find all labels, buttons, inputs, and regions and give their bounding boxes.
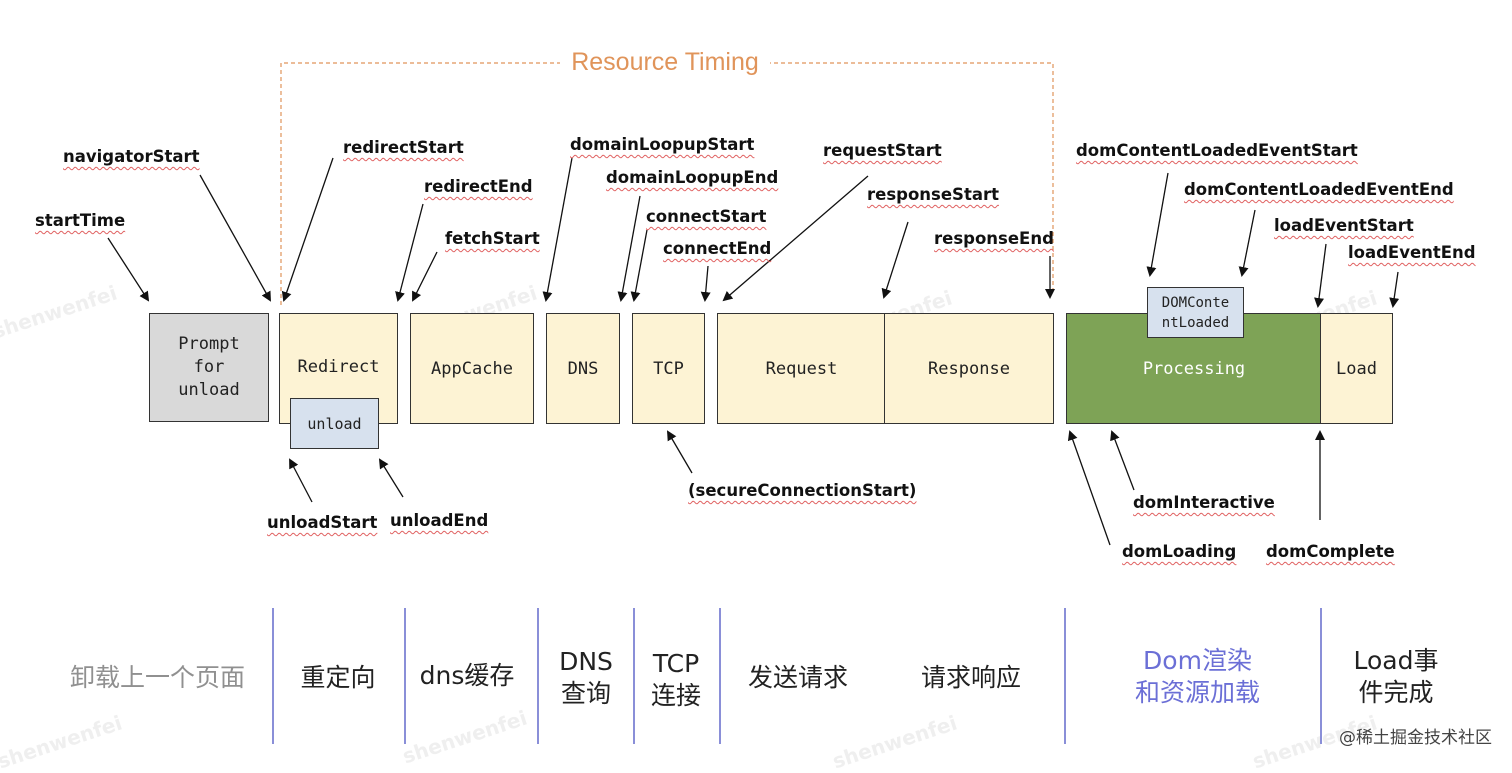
phase-dns-query: DNS 查询	[559, 647, 613, 708]
event-responseend: responseEnd	[934, 229, 1054, 248]
arrow-domcontentloadedeventstart	[1146, 172, 1169, 277]
event-responsestart: responseStart	[867, 185, 999, 204]
event-domloading: domLoading	[1122, 542, 1237, 561]
event-navigatorstart: navigatorStart	[63, 147, 200, 166]
phase-tcp-connect: TCP 连接	[650, 649, 701, 710]
load-box: Load	[1320, 313, 1393, 424]
arrow-connectstart	[630, 229, 648, 302]
tcp-box: TCP	[632, 313, 705, 424]
arrow-fetchstart	[412, 251, 438, 302]
unload-box: unload	[290, 398, 379, 449]
event-fetchstart: fetchStart	[445, 229, 540, 248]
event-unloadstart: unloadStart	[267, 513, 378, 532]
phase-divider	[272, 608, 274, 744]
arrow-loadeventend	[1389, 271, 1400, 308]
arrow-secureconnectionstart	[666, 430, 693, 474]
phase-send-request: 发送请求	[747, 663, 848, 692]
event-domcontentloadedeventstart: domContentLoadedEventStart	[1076, 141, 1358, 160]
arrow-domcontentloadedeventend	[1238, 209, 1256, 277]
resource-timing-bracket	[280, 62, 1054, 305]
phase-divider	[1320, 608, 1322, 744]
arrow-domloading	[1067, 430, 1111, 546]
arrow-unloadend	[378, 458, 404, 498]
phase-divider	[537, 608, 539, 744]
arrow-domainloopupstart	[542, 157, 573, 302]
event-domcontentloadedeventend: domContentLoadedEventEnd	[1184, 180, 1454, 199]
arrow-starttime	[107, 237, 150, 302]
prompt-for-unload-box: Prompt for unload	[149, 313, 269, 422]
event-connectstart: connectStart	[646, 207, 767, 226]
arrow-requeststart	[722, 175, 869, 302]
event-requeststart: requestStart	[823, 141, 942, 160]
event-loadeventstart: loadEventStart	[1274, 216, 1414, 235]
phase-request-response: 请求响应	[920, 663, 1021, 692]
arrow-navigatorstart	[199, 174, 271, 302]
event-redirectstart: redirectStart	[343, 138, 464, 157]
event-secureconnectionstart: (secureConnectionStart)	[688, 481, 917, 500]
resource-timing-title: Resource Timing	[560, 48, 770, 77]
phase-divider	[719, 608, 721, 744]
arrow-redirectstart	[281, 157, 334, 302]
dns-box: DNS	[546, 313, 620, 424]
arrow-responsestart	[881, 221, 909, 299]
event-connectend: connectEnd	[663, 239, 772, 258]
event-dominteractive: domInteractive	[1133, 493, 1275, 512]
arrow-loadeventstart	[1314, 243, 1327, 308]
arrow-dominteractive	[1110, 430, 1135, 491]
source-credit: @稀土掘金技术社区	[1339, 728, 1492, 748]
arrow-unloadstart	[289, 458, 313, 503]
phase-divider	[404, 608, 406, 744]
event-starttime: startTime	[35, 211, 126, 230]
event-unloadend: unloadEnd	[390, 511, 489, 530]
domcontentloaded-box: DOMConte ntLoaded	[1147, 287, 1244, 338]
phase-unload-page: 卸载上一个页面	[69, 663, 245, 692]
phase-divider	[633, 608, 635, 744]
phase-redirect: 重定向	[300, 663, 376, 692]
response-box: Response	[884, 313, 1054, 424]
phase-dns-cache: dns缓存	[419, 661, 515, 690]
arrow-connectend	[700, 265, 711, 302]
request-box: Request	[717, 313, 886, 424]
event-redirectend: redirectEnd	[424, 177, 533, 196]
event-loadeventend: loadEventEnd	[1348, 243, 1476, 262]
appcache-box: AppCache	[410, 313, 534, 424]
arrow-redirectend	[395, 203, 424, 302]
event-domcomplete: domComplete	[1266, 542, 1395, 561]
event-domainloopupstart: domainLoopupStart	[570, 135, 755, 154]
event-domainloopupend: domainLoopupEnd	[606, 168, 779, 187]
phase-dom-render: Dom渲染 和资源加载	[1134, 646, 1260, 707]
phase-divider	[1064, 608, 1066, 744]
phase-load-complete: Load事 件完成	[1353, 646, 1439, 707]
arrow-domainloopupend	[617, 195, 641, 302]
